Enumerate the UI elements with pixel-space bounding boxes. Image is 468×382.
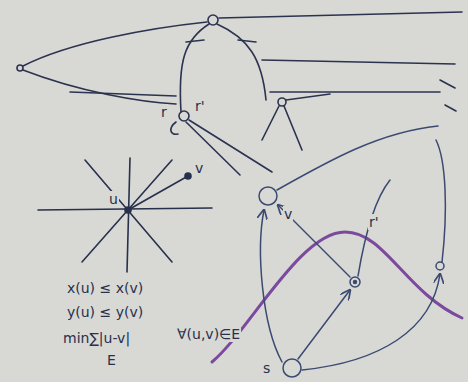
dash-mark bbox=[440, 80, 456, 111]
graph-vertex bbox=[350, 277, 360, 287]
node-circle bbox=[278, 98, 286, 106]
graph-vertex bbox=[283, 359, 301, 377]
graph-line bbox=[436, 140, 445, 262]
graph-arrow bbox=[278, 205, 350, 277]
point-v bbox=[185, 173, 191, 179]
graph-sketch bbox=[259, 126, 445, 377]
arch-ticks bbox=[186, 40, 256, 42]
sketch-label: u bbox=[108, 191, 119, 207]
branch-line bbox=[262, 94, 330, 150]
sketch-label: min∑|u-v| bbox=[62, 330, 131, 346]
branch-line bbox=[186, 120, 272, 175]
graph-arrow bbox=[298, 290, 350, 359]
graph-line bbox=[358, 180, 390, 276]
vector-line bbox=[128, 176, 188, 210]
vertex-dot bbox=[354, 281, 357, 284]
axes-sketch bbox=[38, 158, 212, 272]
sketch-label: E bbox=[106, 352, 117, 368]
graph-line bbox=[277, 126, 438, 190]
sketch-label: ∀(u,v)∈E bbox=[176, 326, 241, 342]
sketch-label: r' bbox=[194, 98, 206, 114]
right-line bbox=[70, 92, 440, 96]
graph-vertex bbox=[259, 187, 277, 205]
sketch-label: v bbox=[194, 160, 204, 176]
purple-curve bbox=[212, 232, 462, 362]
graph-vertex bbox=[436, 262, 444, 270]
sketch-label: r bbox=[160, 104, 168, 120]
sketch-label: x(u) ≤ x(v) bbox=[66, 280, 144, 296]
sketch-label: v bbox=[283, 206, 293, 222]
axis-line bbox=[127, 158, 130, 272]
sketch-label: s bbox=[262, 360, 271, 376]
right-line bbox=[262, 60, 455, 64]
arch-right bbox=[217, 24, 266, 100]
graph-arrow bbox=[261, 210, 282, 362]
upper-curve bbox=[23, 22, 207, 66]
diagonal-line bbox=[82, 160, 172, 262]
lower-curve bbox=[23, 70, 176, 104]
graph-arrow bbox=[302, 274, 440, 370]
point-u bbox=[125, 207, 131, 213]
left-point bbox=[17, 65, 23, 71]
right-line bbox=[219, 12, 462, 18]
node-circle bbox=[179, 111, 189, 121]
sketch-label: r' bbox=[368, 214, 380, 230]
loop-mark bbox=[171, 122, 178, 134]
sketch-label: y(u) ≤ y(v) bbox=[66, 304, 144, 320]
tree-sketch bbox=[17, 12, 462, 175]
